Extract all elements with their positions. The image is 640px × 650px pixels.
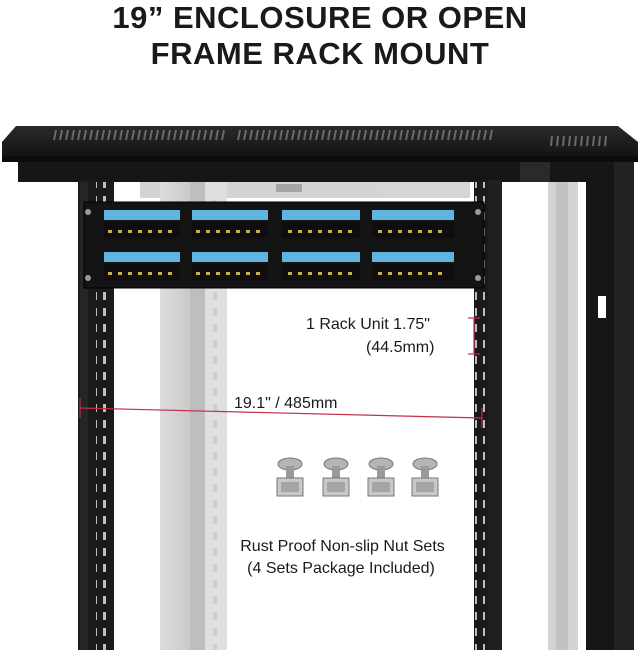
rack-unit-label: 1 Rack Unit 1.75" [306,316,430,333]
right-side-post [488,162,634,650]
cage-nut-icon [411,457,439,497]
rack-width-label: 19.1" / 485mm [234,395,338,412]
heading-line-1: 19” ENCLOSURE OR OPEN [112,0,528,35]
cage-nut-icon [276,457,304,497]
rack-top-frame [2,126,638,182]
width-measure-line [79,398,483,428]
cage-nut-icon [367,457,395,497]
patch-panel [83,201,485,289]
cage-nut-icon [322,457,350,497]
rack-unit-marker [468,317,480,355]
nut-sets-package-label: (4 Sets Package Included) [247,560,435,577]
cage-nut-set [276,457,439,497]
nut-sets-label: Rust Proof Non-slip Nut Sets [240,538,445,555]
front-right-rail [474,180,488,650]
heading-line-2: FRAME RACK MOUNT [150,36,490,71]
rack-unit-metric-label: (44.5mm) [366,339,435,356]
